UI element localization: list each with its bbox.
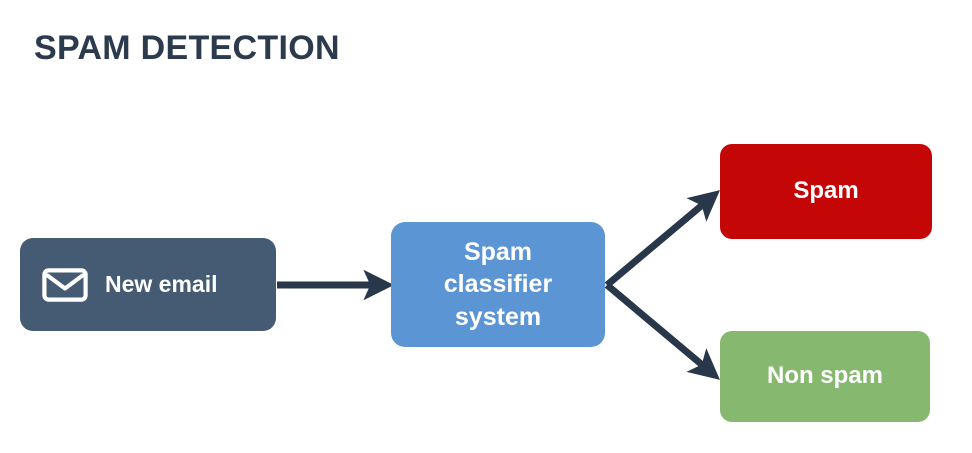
node-spam-label: Spam [793, 177, 859, 205]
envelope-icon [42, 267, 88, 302]
arrow-classifier-to-spam [604, 190, 720, 288]
page-title: SPAM DETECTION [34, 29, 340, 67]
node-classifier[interactable]: Spam classifier system [391, 222, 605, 347]
node-non-spam-label: Non spam [766, 362, 883, 390]
node-new-email-label: New email [105, 270, 218, 297]
node-new-email[interactable]: New email [20, 238, 276, 331]
node-non-spam[interactable]: Non spam [720, 331, 930, 422]
node-spam[interactable]: Spam [720, 144, 932, 239]
node-classifier-label: Spam classifier system [443, 237, 553, 331]
arrow-classifier-to-non-spam [604, 282, 720, 380]
